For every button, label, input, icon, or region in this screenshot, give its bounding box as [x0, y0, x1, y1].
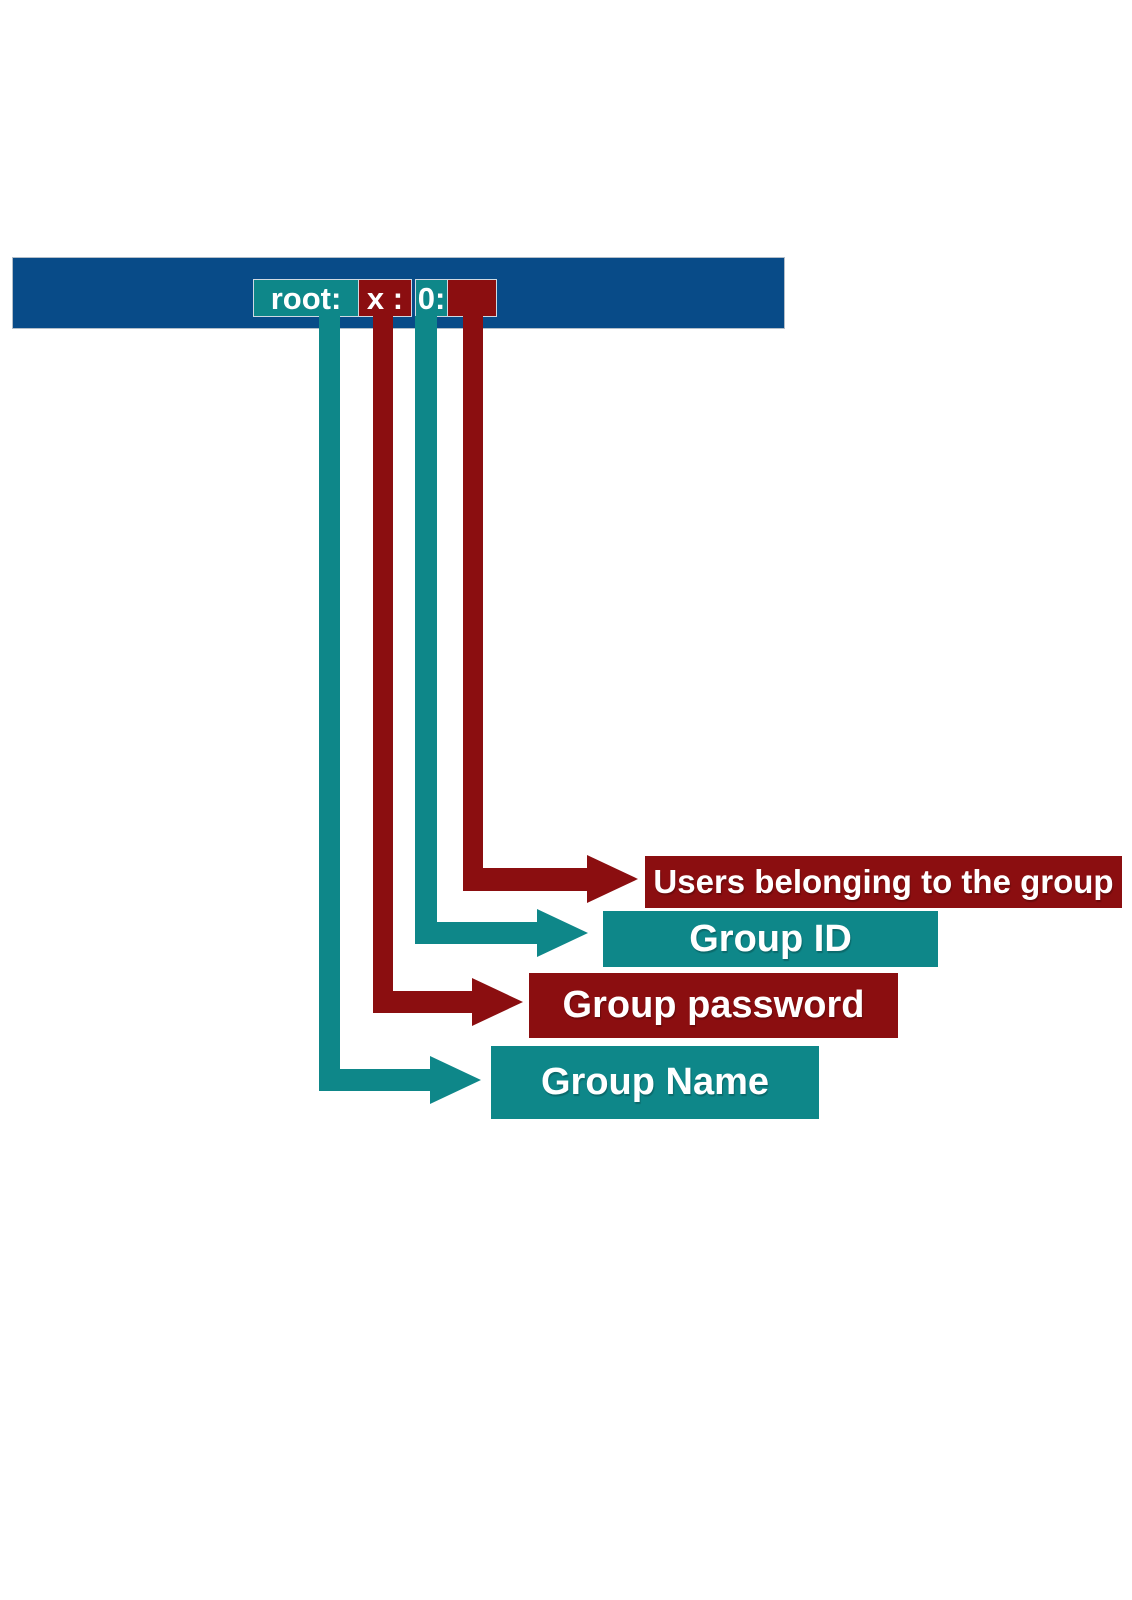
group-members-arrowhead-icon: [587, 855, 638, 903]
group-name-connector-line: [319, 316, 340, 1091]
record-field-group-password: x :: [359, 279, 412, 317]
record-field-group-members: [448, 279, 497, 317]
group-id-connector-line: [415, 316, 437, 944]
record-field-group-name: root:: [253, 279, 359, 317]
group-members-connector-line: [463, 316, 483, 891]
label-group-name: Group Name: [491, 1046, 819, 1119]
group-password-connector-line: [373, 316, 393, 1013]
group-id-connector-elbow: [415, 922, 537, 944]
record-field-group-id: 0:: [415, 279, 448, 317]
group-password-connector-elbow: [373, 991, 472, 1013]
group-password-arrowhead-icon: [472, 978, 523, 1026]
label-group-id: Group ID: [603, 911, 938, 967]
record-segments: root: x : 0:: [253, 279, 497, 317]
group-id-arrowhead-icon: [537, 909, 588, 957]
group-name-arrowhead-icon: [430, 1056, 481, 1104]
group-name-connector-elbow: [319, 1069, 430, 1091]
label-users-belonging-to-group: Users belonging to the group: [645, 856, 1122, 908]
label-group-password: Group password: [529, 973, 898, 1038]
group-members-connector-elbow: [463, 868, 587, 891]
